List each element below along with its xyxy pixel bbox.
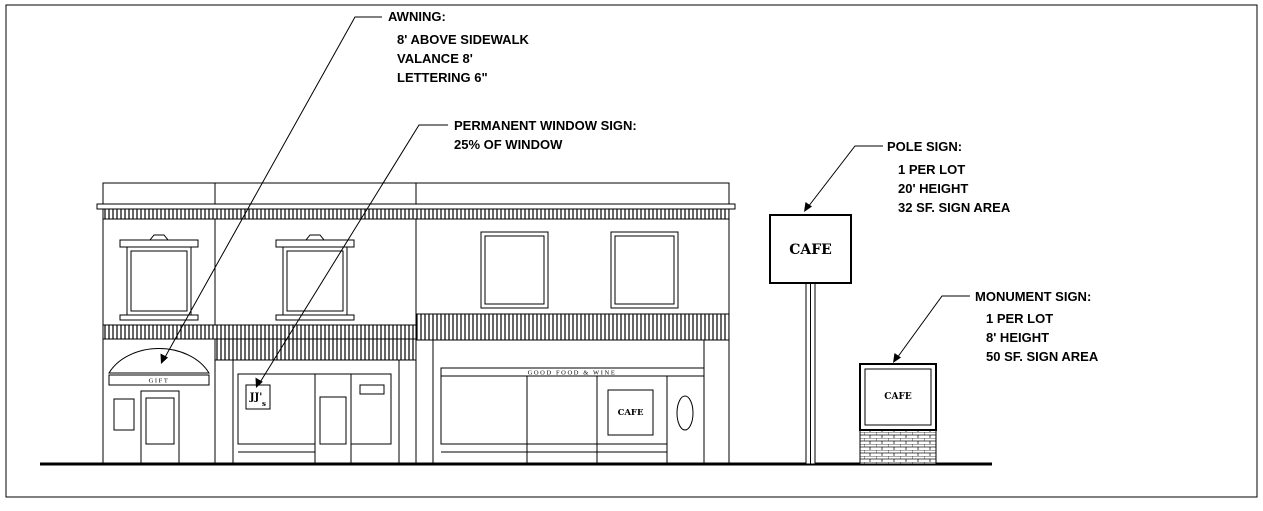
cafe-banner: GOOD FOOD & WINE xyxy=(528,370,617,377)
jjs-window-sign-top: JJ' xyxy=(249,392,263,403)
awning-title: AWNING: xyxy=(388,9,446,24)
leader-lines xyxy=(163,16,970,385)
cafe-window-sign-text: CAFE xyxy=(618,408,644,418)
awning-line-2: VALANCE 8' xyxy=(397,51,473,66)
awning-line-1: 8' ABOVE SIDEWALK xyxy=(397,32,530,47)
jjs-window-sign: JJ' s xyxy=(245,384,271,410)
pole-sign-line-1: 1 PER LOT xyxy=(898,162,965,177)
monument-sign-annotation: MONUMENT SIGN: 1 PER LOT 8' HEIGHT 50 SF… xyxy=(975,289,1099,364)
drawing-border xyxy=(5,4,1258,498)
pole-sign: CAFE xyxy=(769,214,852,465)
awning-annotation: AWNING: 8' ABOVE SIDEWALK VALANCE 8' LET… xyxy=(388,9,530,85)
pole-sign-annotation: POLE SIGN: 1 PER LOT 20' HEIGHT 32 SF. S… xyxy=(887,139,1011,215)
monument-sign-line-3: 50 SF. SIGN AREA xyxy=(986,349,1099,364)
window-sign-title: PERMANENT WINDOW SIGN: xyxy=(454,118,637,133)
monument-sign-title: MONUMENT SIGN: xyxy=(975,289,1091,304)
jjs-window-sign-bottom: s xyxy=(262,399,266,408)
leader-arrowheads xyxy=(160,202,901,388)
monument-sign-line-1: 1 PER LOT xyxy=(986,311,1053,326)
monument-sign-text: CAFE xyxy=(884,392,912,402)
gift-label: GIFT xyxy=(149,378,170,385)
window-sign-line-1: 25% OF WINDOW xyxy=(454,137,563,152)
awning-line-3: LETTERING 6" xyxy=(397,70,488,85)
window-sign-annotation: PERMANENT WINDOW SIGN: 25% OF WINDOW xyxy=(454,118,637,152)
pole-sign-title: POLE SIGN: xyxy=(887,139,962,154)
pole-sign-line-3: 32 SF. SIGN AREA xyxy=(898,200,1011,215)
monument-sign-line-2: 8' HEIGHT xyxy=(986,330,1049,345)
pole-sign-line-2: 20' HEIGHT xyxy=(898,181,968,196)
building xyxy=(96,182,736,465)
monument-sign: CAFE xyxy=(859,363,937,465)
pole-sign-text: CAFE xyxy=(789,242,832,258)
